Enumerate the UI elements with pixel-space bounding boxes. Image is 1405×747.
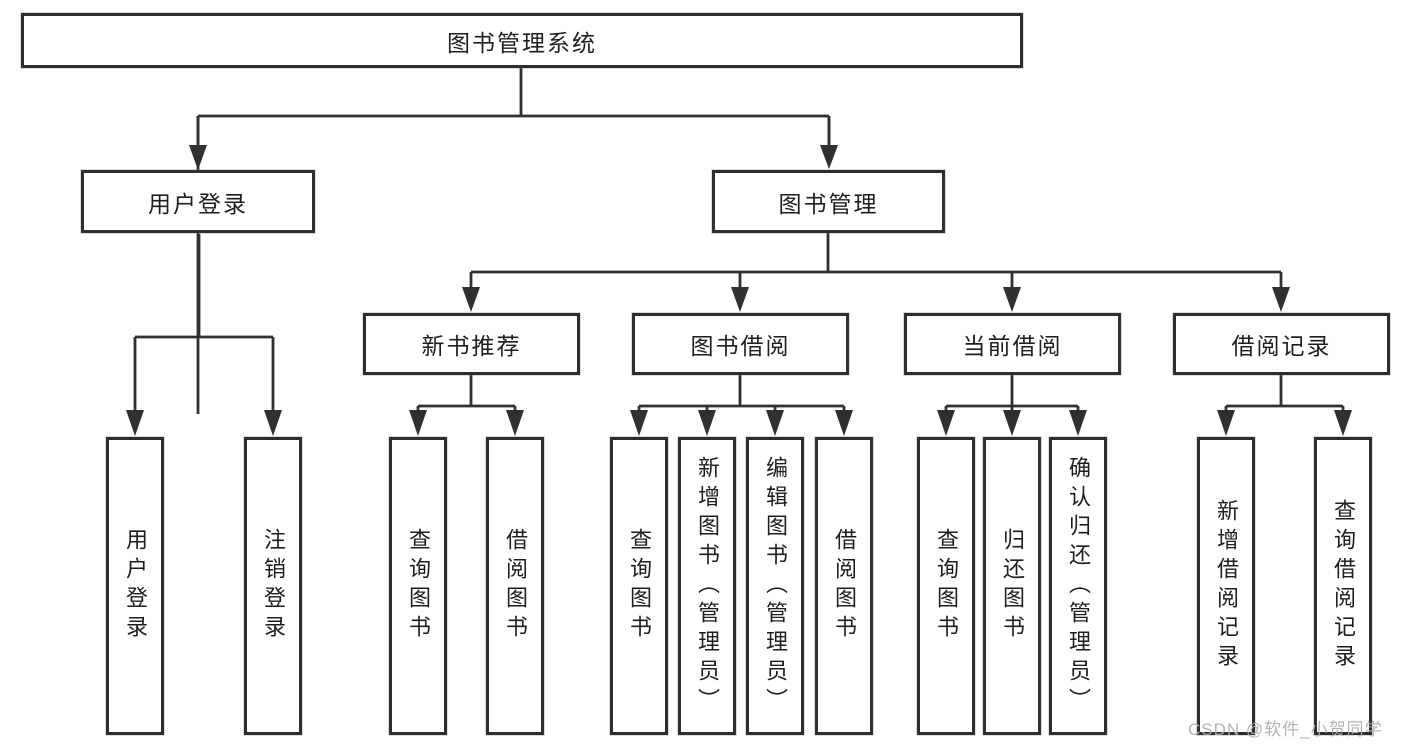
leaf-borrow-books: 借阅图书 bbox=[486, 437, 544, 735]
leaf-add-borrow-record: 新增借阅记录 bbox=[1197, 437, 1255, 735]
leaf-user-login: 用户登录 bbox=[106, 437, 164, 735]
leaf-query-books: 查询图书 bbox=[389, 437, 447, 735]
leaf-query-borrow-record: 查询借阅记录 bbox=[1314, 437, 1372, 735]
node-user-login: 用户登录 bbox=[81, 170, 315, 233]
leaf-confirm-return-admin: 确认归还（管理员） bbox=[1049, 437, 1107, 735]
leaf-query-books: 查询图书 bbox=[610, 437, 668, 735]
node-current-borrow: 当前借阅 bbox=[904, 313, 1121, 375]
leaf-borrow-books: 借阅图书 bbox=[815, 437, 873, 735]
node-new-book-recommend: 新书推荐 bbox=[363, 313, 580, 375]
leaf-query-books: 查询图书 bbox=[917, 437, 975, 735]
node-book-management: 图书管理 bbox=[712, 170, 945, 233]
leaf-add-book-admin: 新增图书（管理员） bbox=[678, 437, 736, 735]
node-book-borrow: 图书借阅 bbox=[632, 313, 849, 375]
leaf-return-books: 归还图书 bbox=[983, 437, 1041, 735]
leaf-logout: 注销登录 bbox=[244, 437, 302, 735]
node-root-system: 图书管理系统 bbox=[21, 13, 1023, 68]
csdn-watermark: CSDN @软件_小贺同学 bbox=[1188, 720, 1383, 739]
leaf-edit-book-admin: 编辑图书（管理员） bbox=[746, 437, 804, 735]
node-borrow-records: 借阅记录 bbox=[1173, 313, 1390, 375]
